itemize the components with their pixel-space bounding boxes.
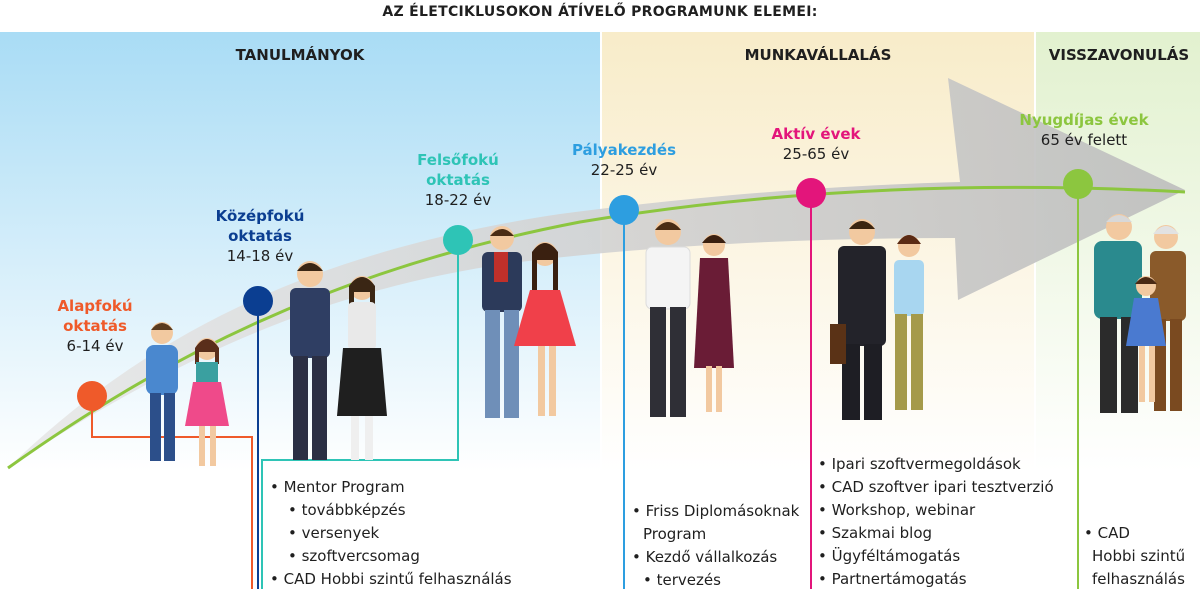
stage-name: Felsőfokú: [417, 151, 499, 169]
list-item: • továbbképzés: [288, 501, 406, 519]
stage-alapfoku: Alapfokú oktatás 6-14 év: [30, 296, 160, 356]
section-header-munkavallalas: MUNKAVÁLLALÁS: [744, 46, 892, 64]
stage-palyakezdes: Pályakezdés 22-25 év: [554, 140, 694, 180]
list-item: • Friss Diplomásoknak: [632, 502, 800, 520]
stage-kozepfoku: Középfokú oktatás 14-18 év: [195, 206, 325, 266]
list-item: Hobbi szintű: [1092, 547, 1186, 565]
list-item: • CAD: [1084, 524, 1130, 542]
stage-name: oktatás: [228, 227, 292, 245]
stage-name: Középfokú: [215, 207, 305, 225]
stage-age: 6-14 év: [66, 337, 124, 355]
dot-kozepfoku: [243, 286, 273, 316]
list-item: • Mentor Program: [270, 478, 405, 496]
stage-age: 18-22 év: [424, 191, 492, 209]
stage-age: 14-18 év: [226, 247, 294, 265]
dot-nyugdijas: [1063, 169, 1093, 199]
people-professionals: [830, 219, 924, 420]
stage-name: Nyugdíjas évek: [1019, 111, 1149, 129]
people-young-professionals: [645, 219, 734, 417]
section-header-visszavonulas: VISSZAVONULÁS: [1048, 46, 1190, 64]
stage-age: 22-25 év: [590, 161, 658, 179]
stage-name: Pályakezdés: [571, 141, 677, 159]
stage-age: 25-65 év: [782, 145, 850, 163]
stage-age: 65 év felett: [1040, 131, 1128, 149]
stage-name: oktatás: [426, 171, 490, 189]
page-title: AZ ÉLETCIKLUSOKON ÁTÍVELŐ PROGRAMUNK ELE…: [382, 4, 818, 20]
stage-name: oktatás: [63, 317, 127, 335]
list-item: • CAD Hobbi szintű felhasználás: [270, 570, 512, 588]
list-item: • CAD szoftver ipari tesztverzió: [818, 478, 1054, 496]
list-item: • Ügyféltámogatás: [818, 547, 961, 565]
stage-aktiv: Aktív évek 25-65 év: [746, 124, 886, 164]
list-retired: • CAD Hobbi szintű felhasználás: [1084, 522, 1185, 591]
list-item: • szoftvercsomag: [288, 547, 420, 565]
dot-alapfoku: [77, 381, 107, 411]
section-header-tanulmanyok: TANULMÁNYOK: [235, 46, 365, 64]
dot-aktiv: [796, 178, 826, 208]
list-item: • Workshop, webinar: [818, 501, 976, 519]
connector-felsofoku: [261, 241, 459, 589]
dot-palyakezdes: [609, 195, 639, 225]
list-school: • Mentor Program • továbbképzés • versen…: [270, 476, 512, 591]
list-item: felhasználás: [1092, 570, 1185, 588]
people-students: [482, 226, 576, 418]
stage-nyugdijas: Nyugdíjas évek 65 év felett: [1004, 110, 1164, 150]
list-item: • Ipari szoftvermegoldások: [818, 455, 1021, 473]
stage-name: Alapfokú: [57, 297, 133, 315]
list-item: • Partnertámogatás: [818, 570, 967, 588]
list-career-start: • Friss Diplomásoknak Program • Kezdő vá…: [632, 500, 799, 592]
list-item: • tervezés: [643, 571, 721, 589]
list-item: • Kezdő vállalkozás: [632, 548, 778, 566]
people-kids: [146, 322, 229, 466]
people-retirees: [1094, 214, 1186, 413]
list-active: • Ipari szoftvermegoldások • CAD szoftve…: [818, 453, 1054, 591]
stage-name: Aktív évek: [771, 125, 861, 143]
list-item: Program: [643, 525, 707, 543]
people-teens: [290, 261, 387, 460]
stage-felsofoku: Felsőfokú oktatás 18-22 év: [393, 150, 523, 210]
list-item: • Szakmai blog: [818, 524, 933, 542]
dot-felsofoku: [443, 225, 473, 255]
list-item: • versenyek: [288, 524, 380, 542]
